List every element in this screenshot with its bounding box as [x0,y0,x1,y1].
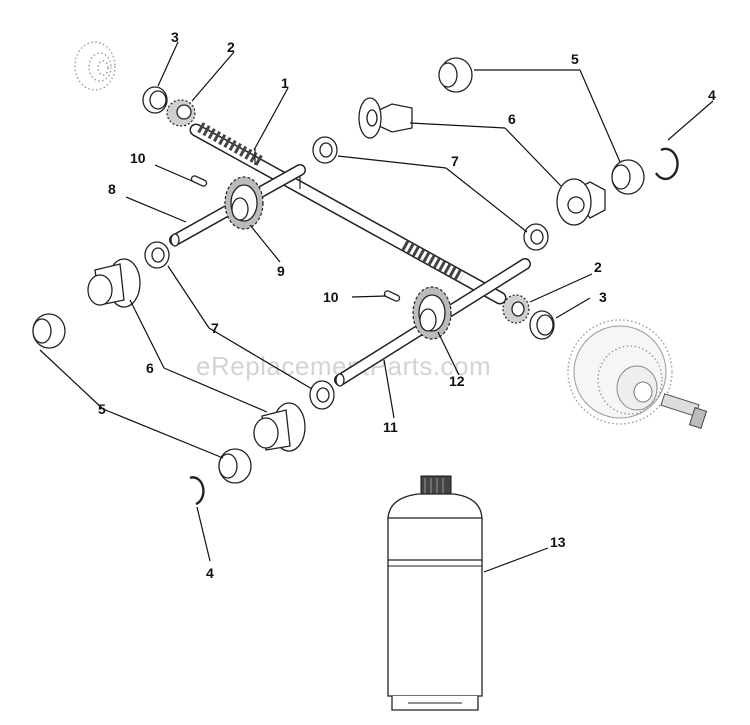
callout-5-top: 5 [571,51,579,67]
gear-upper [224,176,264,230]
flanged-bushing-left [87,258,141,308]
callout-3-right: 3 [599,289,607,305]
leader-lines [39,41,714,573]
bushing-bottom [218,448,252,484]
key-upper [190,175,208,187]
washer-right [523,223,549,251]
bearing-right [502,294,530,324]
callout-7-top: 7 [451,153,459,169]
callout-2-top: 2 [227,39,235,55]
callout-6-top: 6 [508,111,516,127]
callout-4-top: 4 [708,87,716,103]
callout-4-lower: 4 [206,565,214,581]
bushing-top-right [438,57,473,93]
washer-top [312,136,338,164]
callout-13: 13 [550,534,566,550]
ghost-gear-top-left [74,41,116,91]
bearing-cup-right [529,310,555,340]
washer-bottom [309,380,335,410]
wheel-hub [567,319,708,430]
callout-11: 11 [383,419,398,435]
callout-7-lower: 7 [211,320,219,336]
callout-10-top: 10 [130,150,146,166]
washer-left [144,241,170,269]
bushing-right [611,159,645,195]
grease-bottle [387,475,483,711]
gear-lower [412,286,452,340]
key-lower [383,290,401,302]
retaining-ring-right [654,147,679,181]
callout-9: 9 [277,263,285,279]
callout-10-lower: 10 [323,289,339,305]
callout-6-lower: 6 [146,360,154,376]
retaining-ring-left [189,476,205,506]
flanged-bushing-bottom [253,402,306,452]
callout-8: 8 [108,181,116,197]
flanged-bushing-right [556,178,606,226]
callout-12: 12 [449,373,465,389]
callout-2-right: 2 [594,259,602,275]
bearing-top-left [166,99,196,127]
flanged-bushing-top [358,97,413,139]
bearing-cup-top-left [142,86,168,114]
callout-3-top: 3 [171,29,179,45]
callout-1: 1 [281,75,289,91]
bushing-left [32,313,66,349]
callout-5-lower: 5 [98,401,106,417]
